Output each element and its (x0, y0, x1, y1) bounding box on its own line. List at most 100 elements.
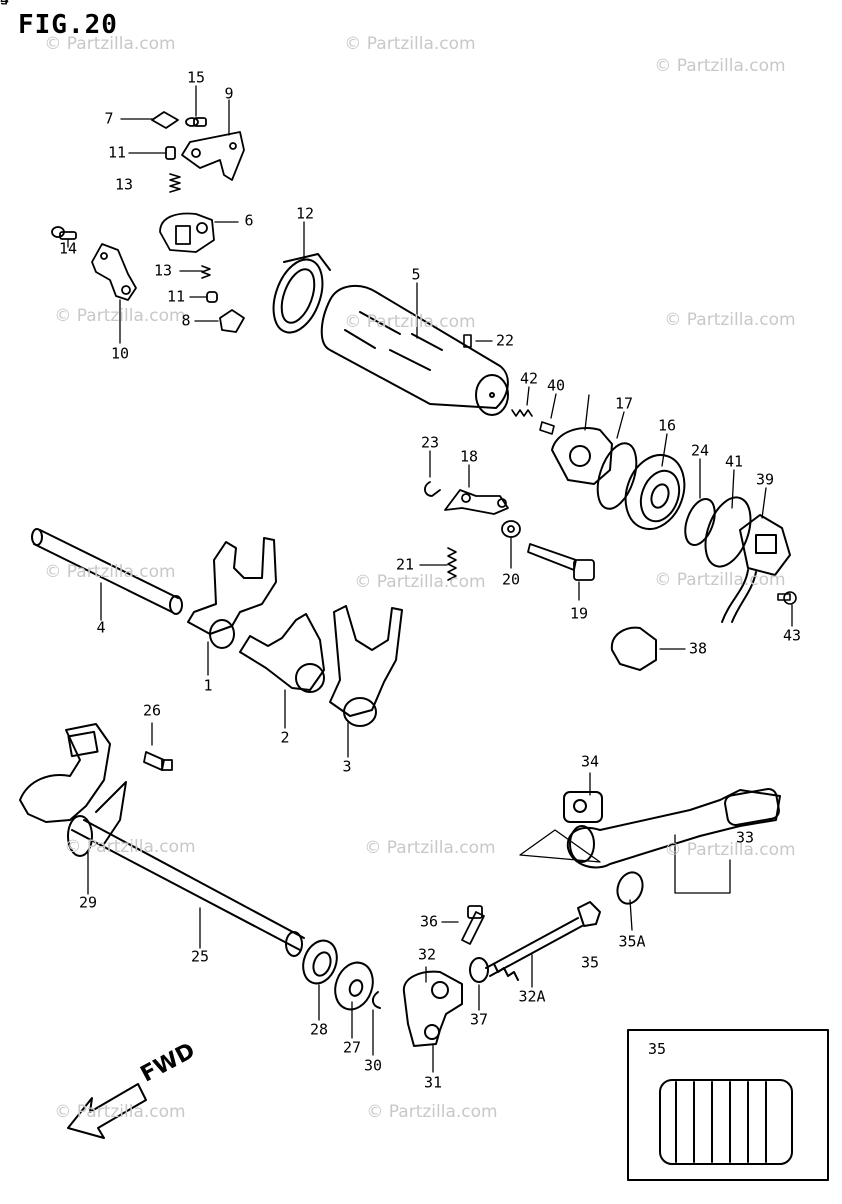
part-35A-clamp (563, 791, 603, 823)
part-35-rubber (724, 787, 780, 827)
part-20-cam-plate (551, 427, 613, 485)
callout-label: 36 (419, 912, 439, 931)
callout-label: 23 (420, 433, 440, 452)
watermark-text: © Partzilla.com (654, 570, 786, 590)
callout-label: 20 (501, 570, 521, 589)
part-45-screw (777, 591, 797, 605)
watermark-text: © Partzilla.com (654, 56, 786, 76)
callout-label: 5 (411, 265, 421, 284)
callout-label: 6 (244, 211, 254, 230)
callout-label: 4 (96, 618, 106, 637)
part-3-fork (329, 605, 403, 727)
part-37-ring (616, 871, 644, 905)
part-43-oring (704, 496, 752, 568)
watermark-text: © Partzilla.com (354, 572, 486, 592)
part-28-washer (334, 961, 374, 1011)
part-6-cam (159, 212, 215, 253)
callout-label: 41 (724, 452, 744, 471)
callout-label: 22 (495, 331, 515, 350)
callout-label: 16 (657, 416, 677, 435)
inset-label: 35 (648, 1040, 667, 1058)
watermark-text: © Partzilla.com (664, 840, 796, 860)
callout-label: 44 (0, 0, 9, 8)
inset-box-35 (627, 1029, 829, 1181)
callout-label: 28 (309, 1020, 329, 1039)
callout-label: 42 (519, 369, 539, 388)
part-19-bolt (527, 543, 595, 581)
callout-label: 35 (580, 953, 600, 972)
part-10-arm (91, 243, 137, 301)
part-9-stopper-plate (181, 131, 245, 181)
figure-title: FIG.20 (18, 10, 118, 40)
part-29-seal (302, 939, 338, 985)
callout-label: 40 (546, 376, 566, 395)
part-4-fork-shaft (31, 528, 183, 615)
part-13-spring-lower (201, 265, 211, 279)
part-24-clip (424, 481, 441, 497)
callout-label: 45 (0, 0, 9, 8)
callout-label: 2 (280, 728, 290, 747)
callout-label: 17 (614, 394, 634, 413)
part-27-bolt (143, 751, 173, 771)
fwd-arrow-icon (67, 1083, 147, 1139)
callout-label: 13 (114, 175, 134, 194)
watermark-text: © Partzilla.com (64, 837, 196, 857)
part-31-clip (372, 991, 381, 1009)
part-15-bolt (185, 117, 207, 127)
callout-label: 14 (58, 239, 78, 258)
part-41-switch (721, 514, 791, 623)
callout-label: 27 (342, 1038, 362, 1057)
callout-label: 32A (518, 987, 546, 1006)
watermark-text: © Partzilla.com (44, 562, 176, 582)
callout-label: 26 (142, 701, 162, 720)
part-38-bolt (461, 905, 485, 945)
part-16-bearing (624, 454, 686, 530)
callout-label: 29 (78, 893, 98, 912)
watermark-text: © Partzilla.com (364, 838, 496, 858)
part-25-ring (684, 498, 716, 546)
part-17-circlip (596, 442, 638, 510)
callout-label: 11 (107, 143, 127, 162)
callout-label: 3 (342, 757, 352, 776)
callout-label: 12 (295, 204, 315, 223)
callout-label: 39 (755, 470, 775, 489)
callout-label: 9 (224, 84, 234, 103)
callout-label: 30 (363, 1056, 383, 1075)
part-34-shift-pedal (566, 789, 781, 869)
watermark-text: © Partzilla.com (54, 306, 186, 326)
callout-label: 34 (580, 752, 600, 771)
part-22-spring (447, 547, 457, 581)
callout-label: 33 (735, 828, 755, 847)
part-11-pin-upper (165, 146, 176, 160)
callout-label: 19 (569, 604, 589, 623)
callout-label: 37 (469, 1010, 489, 1029)
part-7-plate (151, 111, 179, 129)
watermark-text: © Partzilla.com (366, 1102, 498, 1122)
part-11-pin-lower (206, 291, 218, 303)
callout-label: 21 (395, 555, 415, 574)
watermark-text: © Partzilla.com (344, 312, 476, 332)
callout-label: 7 (104, 109, 114, 128)
callout-label: 10 (110, 344, 130, 363)
part-12-bearing (272, 253, 331, 334)
callout-label: 31 (423, 1073, 443, 1092)
part-26-shift-shaft (19, 723, 305, 957)
part-18-stopper (444, 489, 509, 515)
callout-label: 1 (203, 676, 213, 695)
callout-label: 25 (190, 947, 210, 966)
callout-label: 38 (688, 639, 708, 658)
part-23-pin (463, 334, 472, 348)
watermark-text: © Partzilla.com (664, 310, 796, 330)
part-14-bolt (51, 226, 77, 240)
watermark-text: © Partzilla.com (54, 1102, 186, 1122)
callout-label: 13 (153, 261, 173, 280)
part-2-fork (239, 613, 325, 693)
watermark-text: © Partzilla.com (344, 34, 476, 54)
part-33-tie-rod (485, 917, 583, 981)
part-44-spring (511, 409, 533, 417)
part-13-spring-upper (169, 173, 181, 193)
callout-label: 15 (186, 68, 206, 87)
callout-label: 32 (417, 945, 437, 964)
